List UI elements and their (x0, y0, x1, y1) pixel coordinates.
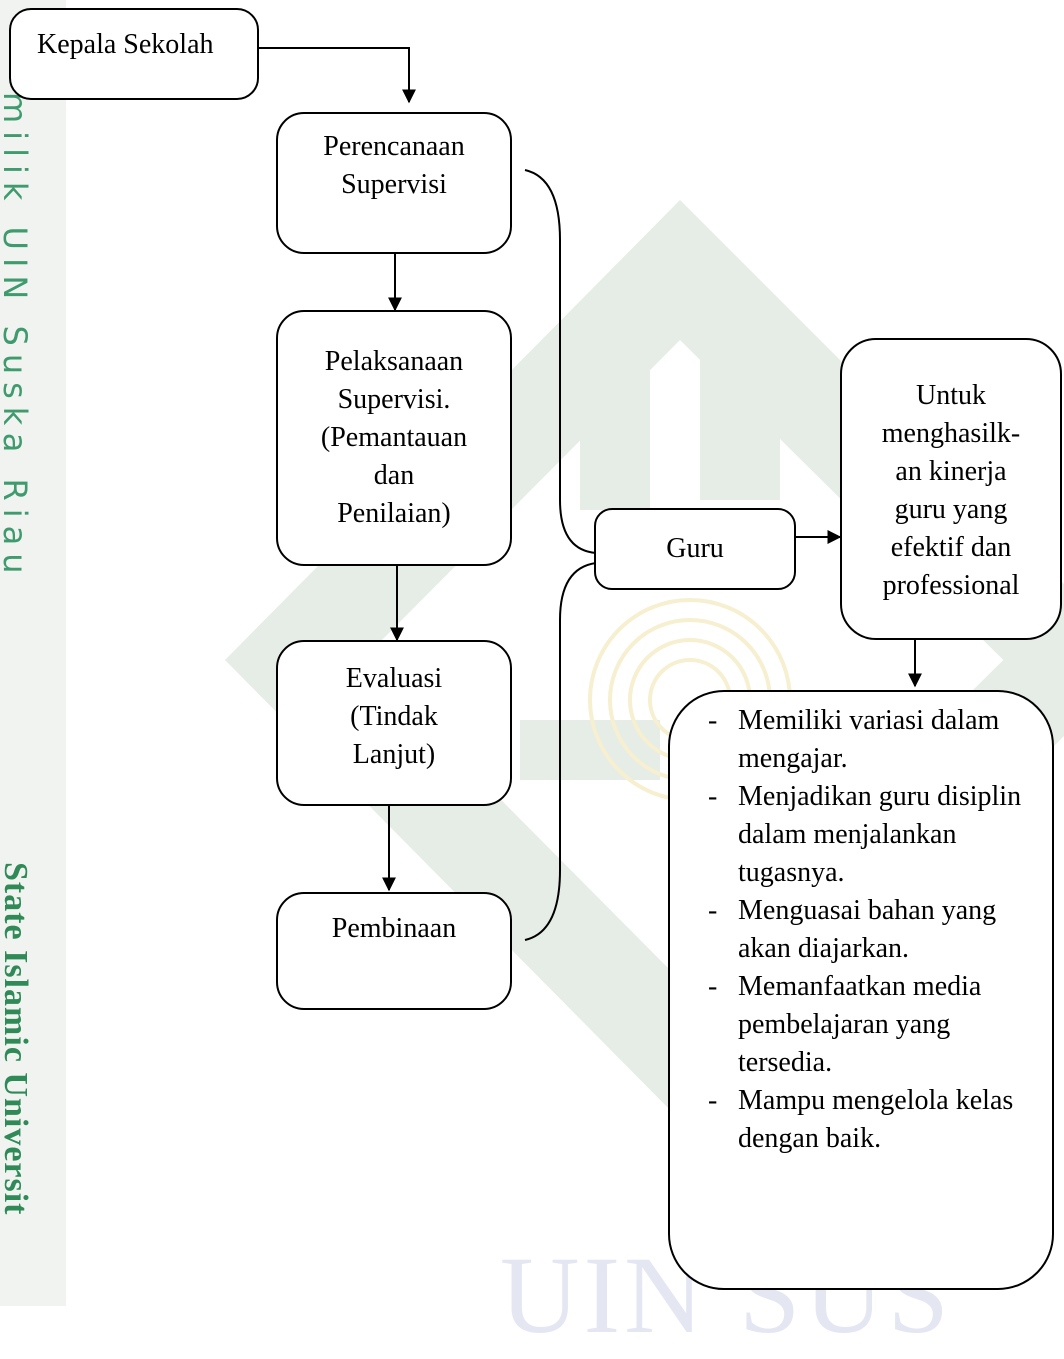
side-margin-strip (0, 0, 66, 1306)
node-untuk-line-3: an kinerja (895, 456, 1007, 487)
outcome-item-2-line-4: tugasnya. (738, 857, 845, 888)
arrow-kepala-to-perencanaan (258, 47, 416, 104)
node-pelaksanaan-supervisi: Pelaksanaan Supervisi. (Pemantauan dan P… (276, 310, 512, 566)
watermark-block-1 (580, 360, 650, 510)
outcome-item-5: - Mampu mengelola kelas dengan baik. (708, 1082, 1048, 1158)
node-guru-line-1: Guru (666, 533, 724, 564)
outcome-item-4-line-3: tersedia. (738, 1047, 833, 1078)
outcome-item-1-line-2: dalam mengajar. (738, 705, 1000, 774)
node-pelaksanaan-line-5: Penilaian) (337, 498, 451, 529)
node-evaluasi-line-1: Evaluasi (345, 663, 443, 694)
node-perencanaan-supervisi: Perencanaan Supervisi (276, 112, 512, 254)
node-guru: Guru (594, 508, 796, 590)
node-untuk-line-5: efektif dan (890, 532, 1012, 563)
node-evaluasi-line-2: (Tindak (350, 701, 438, 732)
outcome-item-3-line-2: yang akan diajarkan. (738, 895, 997, 964)
outcome-item-2-line-2: disiplin dalam (738, 781, 1022, 850)
outcome-item-1-line-1: Memiliki variasi (738, 705, 924, 736)
outcome-item-3-dash: - (708, 895, 718, 926)
outcome-item-2-line-3: menjalankan (813, 819, 957, 850)
node-untuk-menghasilkan: Untuk menghasilk- an kinerja guru yang e… (840, 338, 1062, 640)
bracket-lower (524, 562, 597, 941)
connectors (258, 47, 922, 941)
node-pelaksanaan-line-2: Supervisi. (337, 384, 451, 415)
outcome-item-3: - Menguasai bahan yang akan diajarkan. (708, 892, 1048, 968)
node-pelaksanaan-line-3: (Pemantauan (320, 422, 468, 453)
outcome-item-2: - Menjadikan guru disiplin dalam menjala… (708, 778, 1048, 892)
outcome-item-3-line-1: Menguasai bahan (738, 895, 935, 926)
outcome-item-4-line-2: pembelajaran yang (738, 1009, 951, 1040)
outcome-item-5-dash: - (708, 1085, 718, 1116)
node-untuk-line-2: menghasilk- (881, 418, 1021, 449)
outcome-item-1-dash: - (708, 705, 718, 736)
outcome-item-4-dash: - (708, 971, 718, 1002)
node-untuk-line-6: professional (882, 570, 1020, 601)
node-perencanaan-line-1: Perencanaan (323, 131, 465, 162)
node-pembinaan: Pembinaan (276, 892, 512, 1010)
outcome-item-5-line-2: kelas dengan baik. (738, 1085, 1014, 1154)
node-evaluasi-line-3: Lanjut) (352, 739, 436, 770)
node-perencanaan-line-2: Supervisi (341, 169, 447, 200)
node-pembinaan-line-1: Pembinaan (331, 913, 457, 944)
node-kepala-sekolah-line-1: Kepala Sekolah (37, 29, 214, 60)
node-untuk-line-4: guru yang (894, 494, 1008, 525)
watermark-block-2 (700, 300, 780, 500)
outcome-item-1: - Memiliki variasi dalam mengajar. (708, 702, 1048, 778)
node-pelaksanaan-line-1: Pelaksanaan (324, 346, 464, 377)
node-pelaksanaan-line-4: dan (373, 460, 415, 491)
outcome-item-4: - Memanfaatkan media pembelajaran yang t… (708, 968, 1048, 1082)
outcomes-list: - Memiliki variasi dalam mengajar. - Men… (708, 702, 1048, 1158)
outcome-item-4-line-1: Memanfaatkan media (738, 971, 982, 1002)
node-kepala-sekolah: Kepala Sekolah (9, 8, 259, 100)
outcome-item-5-line-1: Mampu mengelola (738, 1085, 949, 1116)
node-outcomes-list: - Memiliki variasi dalam mengajar. - Men… (668, 690, 1054, 1290)
bracket-upper (524, 169, 597, 554)
node-evaluasi: Evaluasi (Tindak Lanjut) (276, 640, 512, 806)
node-untuk-line-1: Untuk (916, 380, 986, 411)
outcome-item-2-line-1: Menjadikan guru (738, 781, 931, 812)
outcome-item-2-dash: - (708, 781, 718, 812)
